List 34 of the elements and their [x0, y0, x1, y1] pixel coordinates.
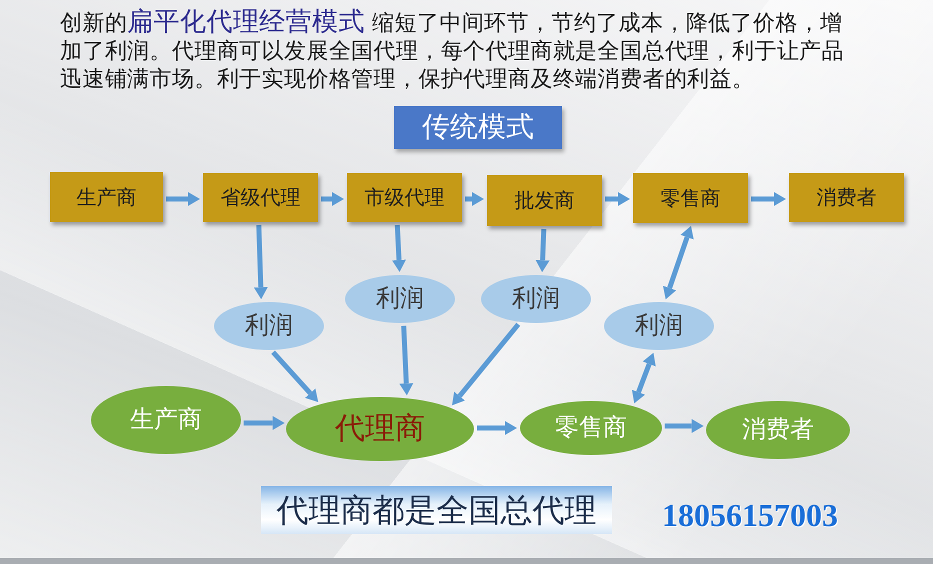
- arrow: [271, 350, 318, 402]
- entity-ellipse: 消费者: [706, 401, 850, 459]
- process-box: 生产商: [50, 172, 163, 222]
- profit-ellipse: 利润: [481, 275, 591, 323]
- arrow: [244, 416, 285, 430]
- process-box: 批发商: [487, 175, 602, 226]
- entity-ellipse: 生产商: [91, 386, 241, 454]
- arrow: [399, 326, 414, 396]
- arrow: [605, 192, 630, 206]
- arrow: [664, 419, 704, 433]
- heading-banner: 传统模式: [394, 106, 562, 149]
- arrow: [477, 421, 517, 435]
- entity-ellipse: 零售商: [520, 401, 662, 455]
- profit-ellipse: 利润: [214, 302, 324, 350]
- arrow: [254, 224, 268, 300]
- arrow: [751, 192, 786, 206]
- arrow: [452, 322, 520, 406]
- profit-ellipse: 利润: [604, 302, 714, 350]
- intro-paragraph: 创新的扁平化代理经营模式 缩短了中间环节，节约了成本，降低了价格，增加了利润。代理商可以发展全国代理，每个代理商就是全国总代理，利于让产品迅速铺满市场。利于实现价格管理，保护代理商及终端消费者的利益。: [60, 8, 845, 94]
- caption-banner: 代理商都是全国总代理: [261, 486, 612, 534]
- arrow: [536, 228, 550, 272]
- arrow: [166, 192, 200, 206]
- process-box: 省级代理: [203, 173, 318, 222]
- arrow: [632, 352, 656, 404]
- arrow: [321, 192, 344, 206]
- arrow: [662, 226, 694, 300]
- arrow: [465, 192, 484, 206]
- phone-number: 18056157003: [662, 496, 838, 534]
- entity-ellipse: 代理商: [286, 397, 474, 461]
- profit-ellipse: 利润: [345, 275, 455, 323]
- process-box: 市级代理: [347, 173, 462, 222]
- arrow: [392, 224, 406, 272]
- process-box: 消费者: [789, 173, 904, 222]
- process-box: 零售商: [633, 173, 748, 223]
